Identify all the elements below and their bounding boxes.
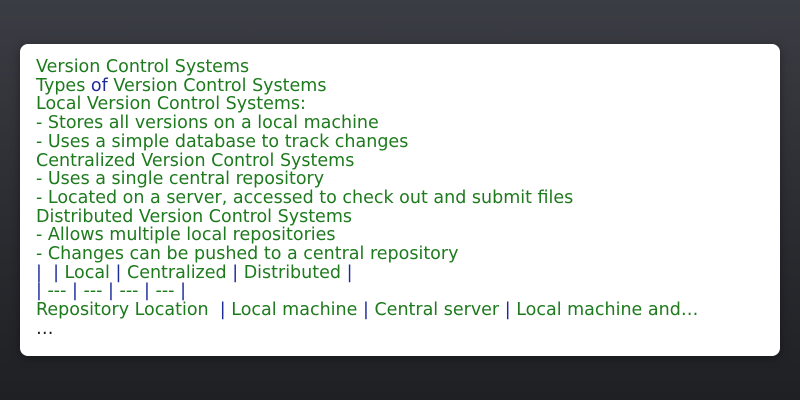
table-row-repository-location: Repository Location | Local machine | Ce… bbox=[36, 301, 764, 320]
table-divider-cell: --- bbox=[47, 281, 67, 302]
table-header-cell: Local bbox=[64, 262, 110, 283]
pipe: | bbox=[232, 262, 239, 283]
table-divider-row: | --- | --- | --- | --- | bbox=[36, 282, 764, 301]
table-cell: Local machine bbox=[231, 300, 358, 321]
pipe: | bbox=[53, 262, 59, 283]
table-divider-cell: --- bbox=[119, 281, 139, 302]
trailing-ellipsis: … bbox=[36, 318, 54, 339]
bullet-local-stores: - Stores all versions on a local machine bbox=[36, 113, 379, 134]
table-divider-cell: --- bbox=[83, 281, 103, 302]
bullet-distributed-multiple: - Allows multiple local repositories bbox=[36, 225, 336, 246]
pipe: | bbox=[36, 281, 42, 302]
pipe: | bbox=[219, 300, 226, 321]
heading-distributed-vcs: Distributed Version Control Systems bbox=[36, 206, 352, 227]
heading-types-of-vcs: Types of Version Control Systems bbox=[36, 75, 764, 96]
heading-version-control-systems: Version Control Systems bbox=[36, 57, 250, 77]
types-rest: Version Control Systems bbox=[107, 75, 327, 96]
table-cell: Central server bbox=[374, 300, 500, 321]
bullet-local-database: - Uses a simple database to track change… bbox=[36, 131, 409, 152]
pipe: | bbox=[362, 300, 369, 321]
table-header-cell: Distributed bbox=[243, 262, 341, 283]
table-divider-cell: --- bbox=[155, 281, 175, 302]
pipe: | bbox=[180, 281, 186, 302]
bullet-centralized-repository: - Uses a single central repository bbox=[36, 169, 325, 190]
table-header-row: | | Local | Centralized | Distributed | bbox=[36, 262, 764, 283]
pipe: | bbox=[346, 262, 353, 283]
types-word: Types bbox=[36, 75, 91, 96]
pipe: | bbox=[36, 262, 42, 283]
table-row-label: Repository Location bbox=[36, 300, 215, 321]
bullet-distributed-push: - Changes can be pushed to a central rep… bbox=[36, 244, 459, 265]
pipe: | bbox=[144, 281, 150, 302]
pipe: | bbox=[504, 300, 511, 321]
bullet-centralized-server: - Located on a server, accessed to check… bbox=[36, 187, 574, 208]
table-header-cell: Centralized bbox=[126, 262, 227, 283]
heading-local-vcs: Local Version Control Systems: bbox=[36, 94, 306, 115]
text-card: Version Control Systems Types of Version… bbox=[20, 44, 780, 356]
of-keyword: of bbox=[90, 75, 108, 96]
pipe: | bbox=[72, 281, 78, 302]
pipe: | bbox=[115, 262, 122, 283]
table-cell: Local machine and… bbox=[516, 300, 699, 321]
heading-centralized-vcs: Centralized Version Control Systems bbox=[36, 150, 355, 171]
pipe: | bbox=[108, 281, 114, 302]
